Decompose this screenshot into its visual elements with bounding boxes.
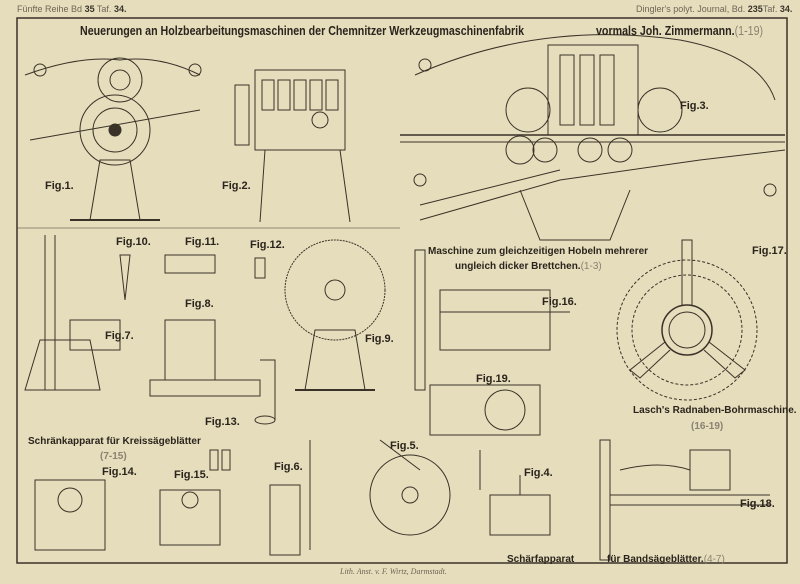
fig-label: Fig.4.	[524, 467, 553, 479]
fig-label: Fig.6.	[274, 461, 303, 473]
fig-label: Fig.11.	[185, 236, 220, 248]
fig9-drawing	[284, 239, 386, 391]
caption-bandsaw: für Bandsägeblätter.(4-7)	[607, 554, 725, 565]
fig-label: Fig.12.	[250, 239, 285, 251]
journal-label: Dingler's polyt. Journal, Bd. 235Taf. 34…	[636, 4, 793, 14]
fig3-drawing	[400, 34, 786, 241]
fig-label: Fig.19.	[476, 373, 511, 385]
fig17-drawing	[616, 239, 758, 401]
caption-planing-machine-line1: Maschine zum gleichzeitigen Hobeln mehre…	[428, 246, 649, 257]
plate-subtitle: vormals Joh. Zimmermann.(1-19)	[596, 23, 764, 38]
fig16-19-drawings	[414, 249, 570, 490]
fig-label: Fig.1.	[45, 180, 74, 192]
fig-label: Fig.7.	[105, 330, 134, 342]
fig-label: Fig.3.	[680, 100, 709, 112]
lithographer-credit: Lith. Anst. v. F. Wirtz, Darmstadt.	[340, 567, 447, 576]
caption-planing-machine-line2: ungleich dicker Brettchen.(1-3)	[455, 261, 602, 272]
fig-label: Fig.13.	[205, 416, 240, 428]
caption-saw-setting: Schränkapparat für Kreissägeblätter	[28, 436, 201, 447]
fig-label: Fig.10.	[116, 236, 151, 248]
caption-sharpening: Schärfapparat	[507, 554, 575, 565]
fig-label: Fig.14.	[102, 466, 137, 478]
fig-label: Fig.17.	[752, 245, 787, 257]
caption-hub-boring-ref: (16-19)	[691, 421, 724, 432]
fig-label: Fig.2.	[222, 180, 251, 192]
plate-series-label: Fünfte Reihe Bd 35 Taf. 34.	[17, 4, 127, 14]
caption-saw-setting-ref: (7-15)	[100, 451, 127, 462]
plate-frame	[16, 17, 788, 564]
fig-label: Fig.18.	[740, 498, 775, 510]
fig4-6-13-15-drawings	[34, 439, 551, 556]
caption-hub-boring: Lasch's Radnaben-Bohrmaschine.	[633, 405, 797, 416]
fig-label: Fig.15.	[174, 469, 209, 481]
fig-label: Fig.16.	[542, 296, 577, 308]
fig-label: Fig.9.	[365, 333, 394, 345]
plate-title: Neuerungen an Holzbearbeitungsmaschinen …	[80, 23, 525, 38]
fig-label: Fig.5.	[390, 440, 419, 452]
fig2-drawing	[234, 69, 351, 223]
fig18-drawing	[599, 439, 770, 561]
fig7-12-drawings	[24, 235, 276, 425]
fig1-drawing	[24, 57, 202, 221]
fig-label: Fig.8.	[185, 298, 214, 310]
